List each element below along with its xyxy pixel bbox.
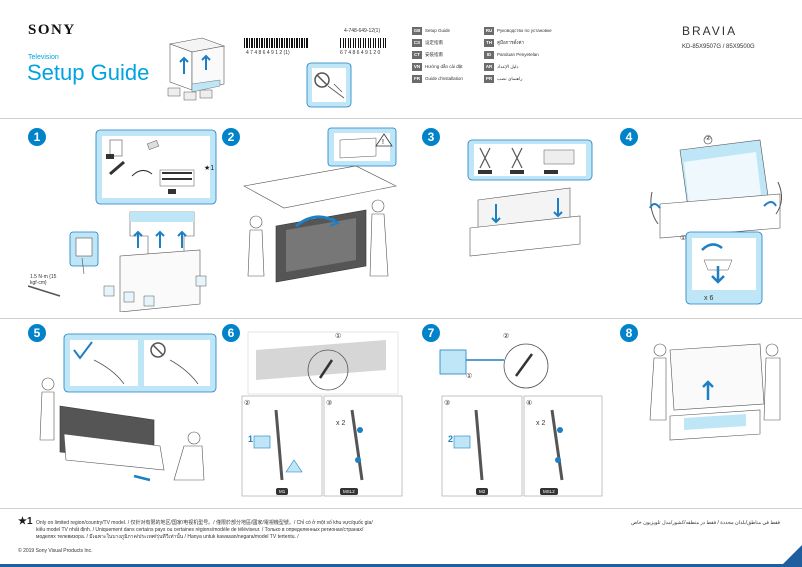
language-code: CS — [412, 38, 422, 47]
step-5-illustration — [39, 333, 217, 482]
language-name: 安裝指南 — [425, 51, 443, 57]
no-touching-warning-icon — [306, 62, 352, 108]
copyright: © 2019 Sony Visual Products Inc. — [18, 548, 93, 554]
step-8-illustration — [649, 343, 781, 441]
language-name: 设定指南 — [425, 39, 443, 45]
step-4-count: x 6 — [704, 295, 714, 302]
step-7-badge: 2 — [448, 434, 454, 444]
step-4-sub-1: ① — [680, 235, 687, 242]
step-7-number: 7 — [422, 324, 440, 342]
language-name: คู่มือการตั้งค่า — [497, 40, 525, 45]
step-1-illustration — [27, 129, 217, 312]
step-6-sub-2: ② — [244, 400, 251, 407]
language-code: GB — [412, 26, 422, 35]
box-unpacking-illustration — [167, 37, 226, 101]
step-6-number: 6 — [222, 324, 240, 342]
divider-top — [0, 118, 802, 119]
step-3-illustration — [467, 139, 593, 257]
barcode-left-digits: 4 7 4 8 6 4 9 1 2 (1) — [246, 50, 290, 56]
step-6-label-m1: M1 — [276, 488, 289, 495]
barcode-right-digits: 6 7 4 8 6 4 9 1 2 0 — [340, 50, 381, 56]
divider-middle — [0, 318, 802, 319]
footer-star: ★1 — [18, 516, 33, 527]
corner-accent — [780, 545, 802, 567]
step-7-illustration — [439, 343, 603, 497]
step-6-count: x 2 — [336, 420, 346, 427]
step-2-number: 2 — [222, 128, 240, 146]
bravia-logo: BRAVIA — [682, 24, 738, 38]
step-7-count: x 2 — [536, 420, 546, 427]
language-code: RU — [484, 26, 494, 35]
language-code: VN — [412, 62, 422, 71]
step-6-label-msl2: MSL2 — [340, 488, 358, 495]
step-6-badge: 1 — [248, 434, 254, 444]
step-6-sub-3: ③ — [326, 400, 333, 407]
category-label: Television — [28, 54, 59, 61]
language-name: راهنمای نصب — [497, 75, 523, 81]
language-name: Setup Guide — [425, 28, 451, 33]
step-1-number: 1 — [28, 128, 46, 146]
step-8-number: 8 — [620, 324, 638, 342]
sony-logo: SONY — [28, 22, 76, 38]
language-code: PR — [484, 74, 494, 83]
step-7-label-m2: M2 — [476, 488, 489, 495]
language-name: دليل الإعداد — [497, 63, 519, 69]
barcode-left — [244, 38, 308, 48]
divider-bottom — [0, 508, 802, 509]
step-6-illustration — [241, 331, 403, 497]
language-code: AR — [484, 62, 494, 71]
step-5-number: 5 — [28, 324, 46, 342]
step-4-number: 4 — [620, 128, 638, 146]
step-7-sub-4: ④ — [526, 400, 533, 407]
star-mark: ★1 — [204, 165, 215, 172]
part-number: 4-748-649-12(1) — [344, 28, 381, 34]
page-title: Setup Guide — [27, 60, 150, 85]
language-name: Guide d'installation — [425, 76, 463, 81]
model-numbers: KD-85X9507G / 85X9500G — [682, 44, 755, 50]
language-name: Руководство по установке — [497, 28, 552, 33]
language-code: ID — [484, 50, 494, 59]
footer-note: Only on limited region/country/TV model.… — [36, 520, 373, 540]
step-2-illustration: ! — [243, 127, 397, 283]
torque-label: 1.5 N·m {15 kgf·cm} — [30, 274, 57, 286]
language-code: TH — [484, 38, 494, 47]
barcode-right — [340, 38, 386, 48]
bottom-bar — [0, 564, 802, 567]
step-7-sub-3: ③ — [444, 400, 451, 407]
svg-text:!: ! — [382, 139, 384, 146]
footer-note-arabic: فقط في مناطق/بلدان محددة / فقط در منطقه/… — [631, 520, 780, 526]
step-7-sub-2: ② — [503, 333, 510, 340]
language-name: Panduan Penyetelan — [497, 52, 539, 57]
language-name: Hướng dẫn cài đặt — [425, 64, 463, 69]
step-4-sub-2: ② — [705, 135, 712, 142]
step-7-sub-1: ① — [466, 373, 473, 380]
step-7-label-msl2: MSL2 — [540, 488, 558, 495]
step-4-illustration — [649, 135, 782, 305]
step-6-sub-1: ① — [335, 333, 342, 340]
step-3-number: 3 — [422, 128, 440, 146]
language-code: CT — [412, 50, 422, 59]
language-code: FR — [412, 74, 422, 83]
